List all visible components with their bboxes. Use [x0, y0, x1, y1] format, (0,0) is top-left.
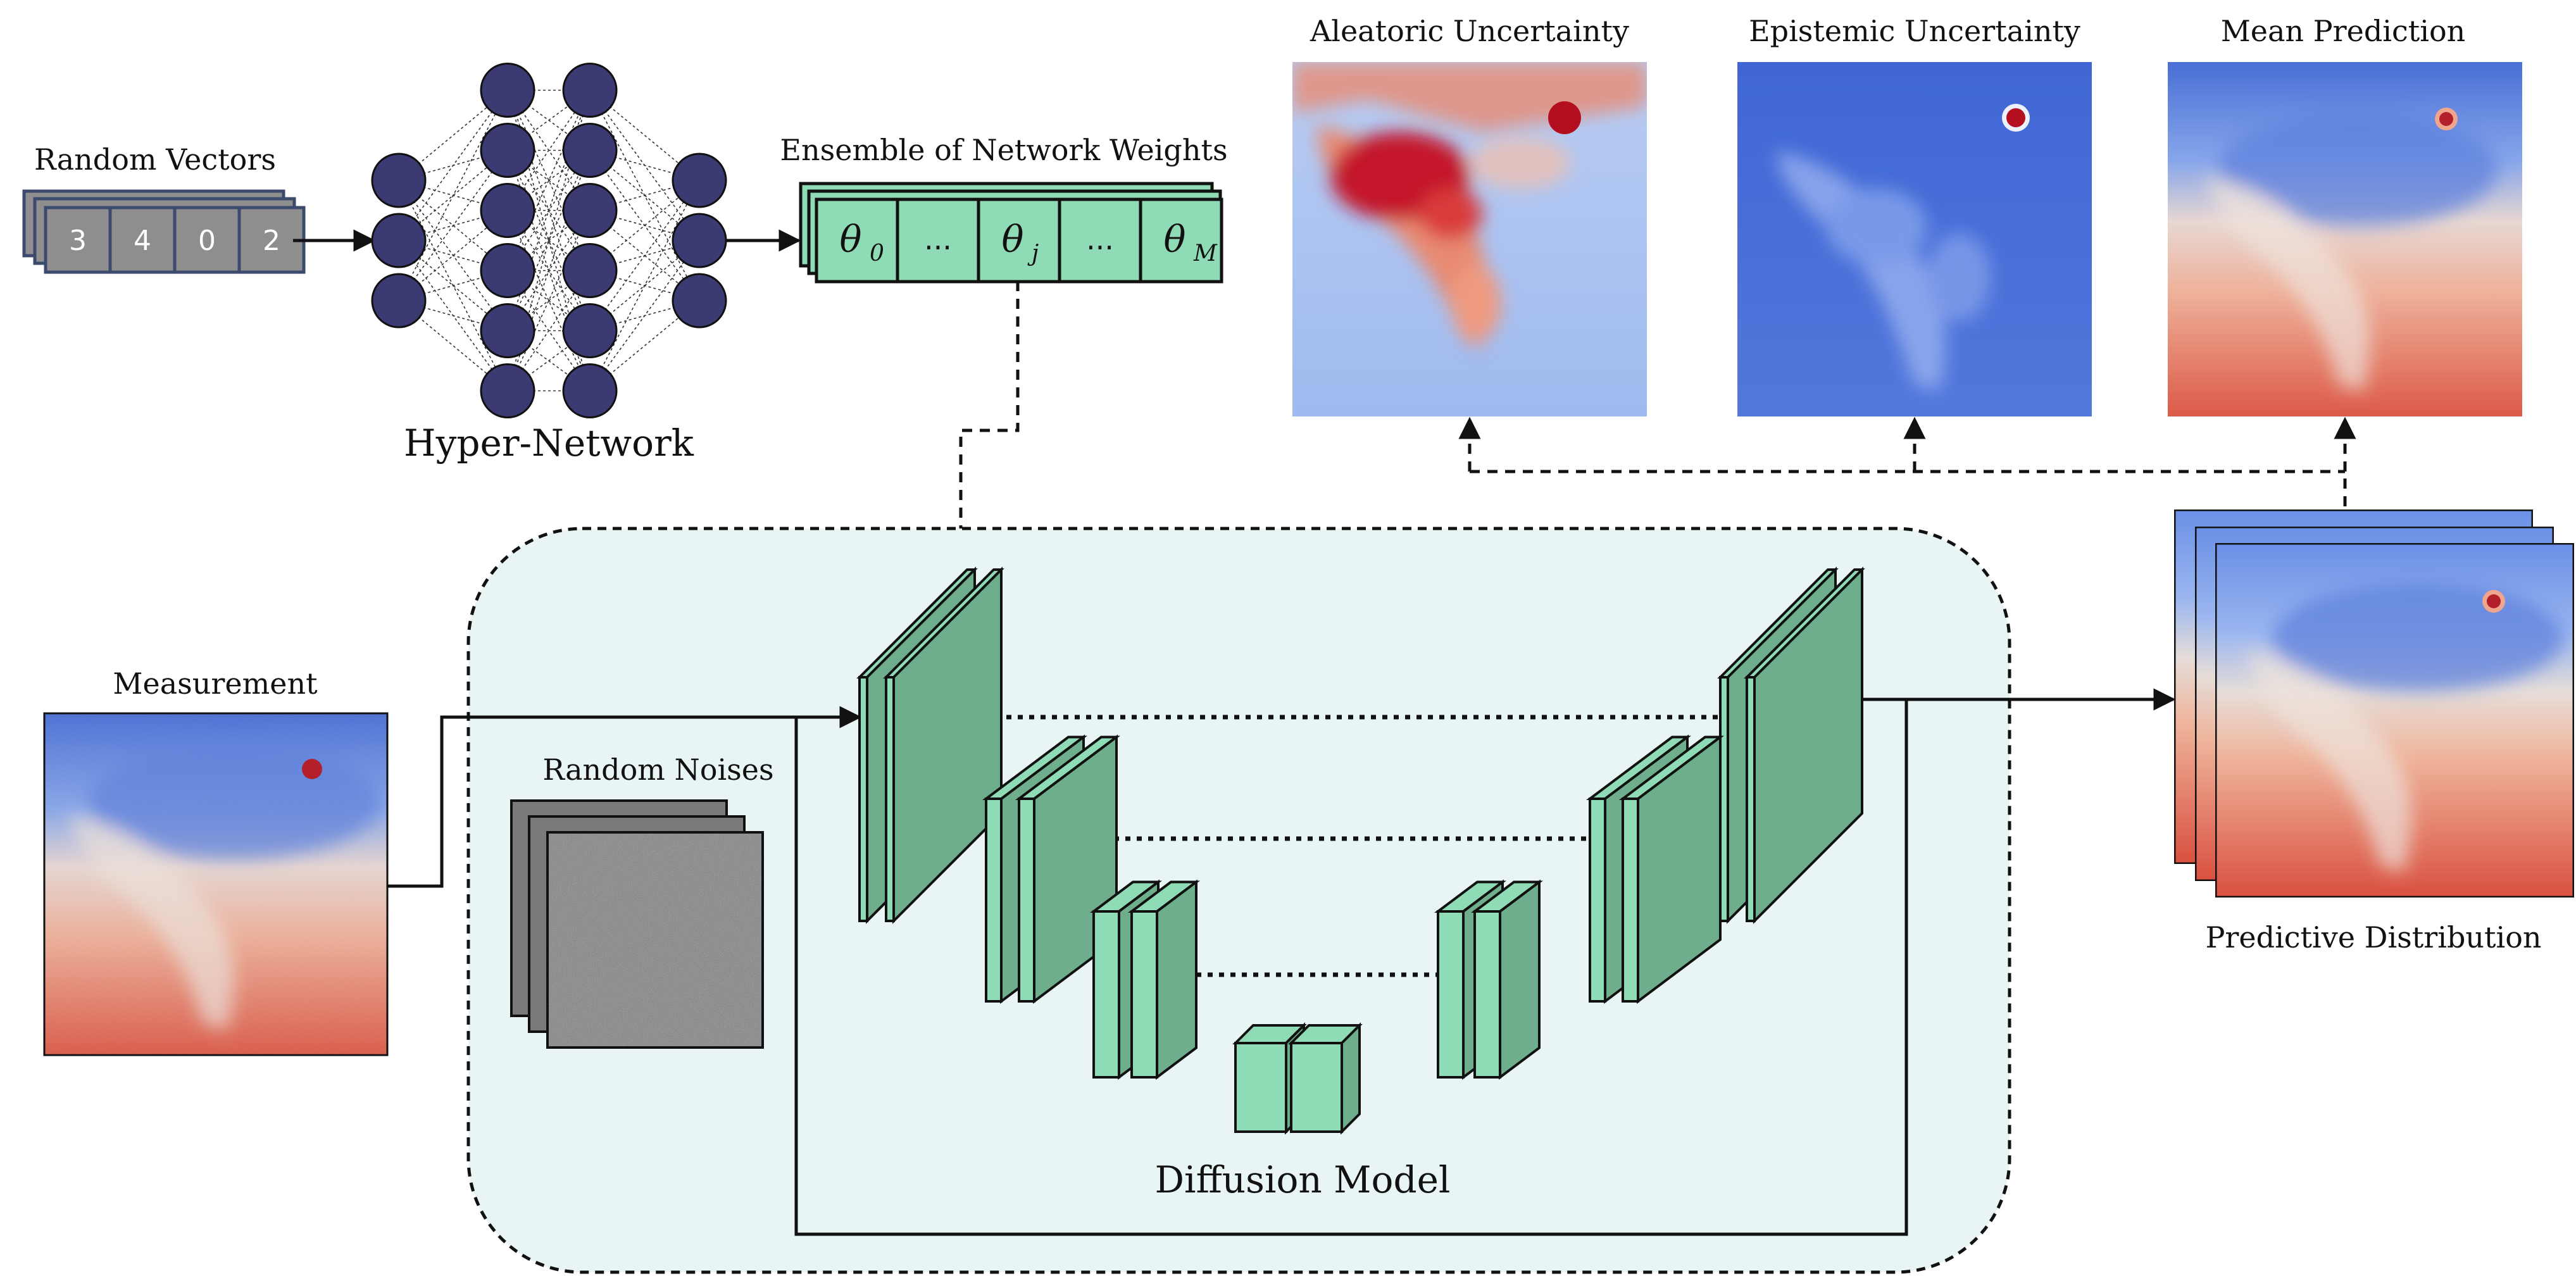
dashed-prediction-to-maps	[1458, 416, 2356, 506]
hyper-network-node	[562, 363, 618, 418]
random-vector-cell: 3	[44, 206, 112, 274]
random-noises-label: Random Noises	[542, 753, 773, 787]
hyper-network-node	[371, 213, 427, 268]
weight-cell: ...	[1058, 197, 1142, 284]
hyper-network-node	[672, 213, 727, 268]
random-vector-front: 3 4 0 2	[44, 206, 306, 274]
weight-ellipsis: ...	[924, 222, 952, 256]
theta-subscript: M	[1193, 241, 1218, 266]
diffusion-loop-line	[794, 697, 1908, 1236]
epistemic-label: Epistemic Uncertainty	[1749, 14, 2080, 48]
hyper-network-node	[562, 303, 618, 358]
hyper-network	[371, 63, 727, 418]
random-vector-value: 4	[134, 225, 151, 257]
aleatoric-label: Aleatoric Uncertainty	[1310, 14, 1629, 48]
random-vector-value: 0	[198, 225, 216, 257]
aleatoric-map	[1292, 62, 1647, 416]
theta-symbol: θ	[840, 218, 862, 261]
weight-cell: ...	[896, 197, 980, 284]
hyper-network-node	[371, 273, 427, 328]
predictive-distribution-label: Predictive Distribution	[2205, 920, 2541, 954]
epistemic-map	[1737, 62, 2092, 416]
hyper-network-node	[672, 273, 727, 328]
predictive-map-front	[2215, 543, 2574, 898]
unet-layer	[1471, 879, 1543, 1080]
diffusion-model-label: Diffusion Model	[1155, 1158, 1451, 1201]
dashed-weights-to-diffusion	[949, 281, 1020, 582]
random-vectors-label: Random Vectors	[34, 142, 276, 177]
random-noises-group: Random Noises	[510, 753, 774, 1049]
hyper-network-node	[562, 183, 618, 238]
hyper-network-node	[371, 153, 427, 208]
theta-subscript: 0	[870, 241, 884, 266]
theta-symbol: θ	[1164, 218, 1186, 261]
hyper-network-node	[562, 63, 618, 118]
unet: Diffusion Model	[856, 566, 1865, 1201]
unet-bottleneck	[1288, 1022, 1363, 1135]
measurement-map	[44, 713, 387, 1055]
mean-prediction-label: Mean Prediction	[2221, 14, 2466, 48]
random-vector-value: 2	[263, 225, 280, 257]
mean-prediction-panel: Mean Prediction	[2168, 14, 2522, 416]
unet-layer	[1619, 734, 1724, 1004]
weight-ellipsis: ...	[1086, 222, 1114, 256]
aleatoric-panel: Aleatoric Uncertainty	[1292, 14, 1647, 416]
hyper-network-node	[562, 243, 618, 298]
measurement-label: Measurement	[113, 666, 318, 701]
random-vector-value: 3	[69, 225, 87, 257]
theta-symbol: θ	[1002, 218, 1024, 261]
hyper-network-node	[480, 183, 535, 238]
hyper-network-node	[480, 123, 535, 178]
random-vector-stack: 3 4 0 2	[22, 189, 306, 274]
hyper-network-node	[480, 363, 535, 418]
random-vector-cell: 4	[108, 206, 177, 274]
hyper-network-node	[562, 123, 618, 178]
hyper-network-node	[672, 153, 727, 208]
unet-layer	[1128, 879, 1200, 1080]
random-vector-cell: 0	[173, 206, 241, 274]
hyper-network-node	[480, 63, 535, 118]
hyper-network-label: Hyper-Network	[404, 422, 694, 465]
predictive-distribution-group: Predictive Distribution	[2174, 510, 2574, 954]
random-vectors-group: Random Vectors 3 4 0 2	[22, 142, 306, 274]
ensemble-weights-label: Ensemble of Network Weights	[780, 133, 1227, 167]
hyper-network-node	[480, 303, 535, 358]
measurement-frame	[43, 712, 389, 1056]
epistemic-panel: Epistemic Uncertainty	[1737, 14, 2092, 416]
unet-layer	[1744, 566, 1865, 924]
hyper-network-edges	[398, 89, 700, 392]
arrow-measurement-to-unet	[387, 706, 862, 888]
mean-prediction-map	[2168, 62, 2522, 416]
measurement-group: Measurement	[43, 666, 389, 1056]
hyper-network-node	[480, 243, 535, 298]
